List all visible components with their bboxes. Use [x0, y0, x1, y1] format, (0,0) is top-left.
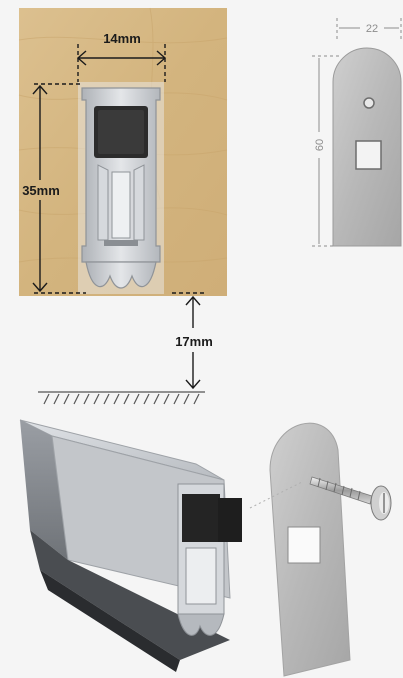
height-dimension: [32, 83, 86, 294]
strike-plate-drawing: 22 60: [312, 18, 402, 247]
gap-dimension: [185, 295, 201, 390]
seal-profile-3d: [19, 419, 242, 672]
plate-height-dimension: [312, 55, 340, 247]
strike-plate-3d-slot: [287, 526, 321, 564]
plate-square-slot: [355, 140, 382, 170]
plate-screw-hole: [363, 97, 375, 109]
strike-plate-3d: [269, 422, 351, 677]
plate-width-dimension: [336, 18, 402, 40]
profile-seal-insert: [182, 494, 220, 542]
width-dimension: [76, 44, 167, 82]
gap-dimension-label: 17mm: [175, 334, 213, 349]
plate-height-label: 60: [314, 139, 326, 151]
floor-line: [38, 391, 205, 405]
plate-width-label: 22: [366, 23, 378, 35]
screw: [249, 476, 392, 521]
height-dimension-label: 35mm: [22, 183, 60, 198]
seal-profile-cross-section: [78, 82, 164, 294]
cross-section-panel: 14mm 35mm: [18, 7, 228, 296]
width-dimension-label: 14mm: [103, 31, 141, 46]
profile-side-face: [20, 420, 68, 560]
